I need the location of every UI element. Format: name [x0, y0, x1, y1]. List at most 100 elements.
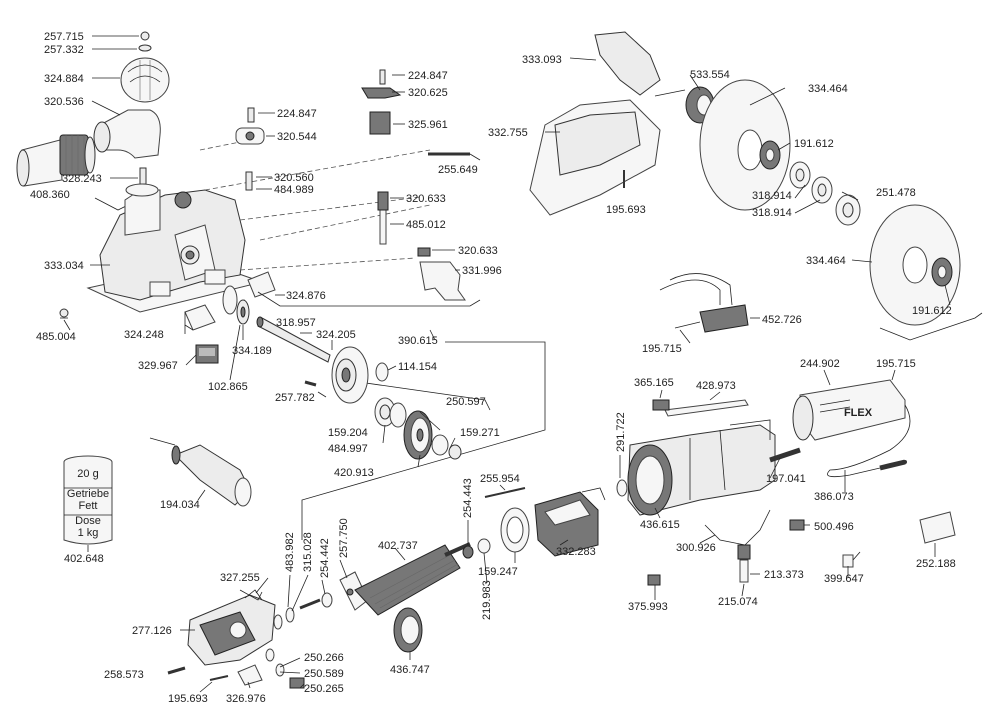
- label-452726: 452.726: [762, 314, 802, 326]
- part-324876-spacer: [247, 271, 285, 298]
- label-250589: 250.589: [304, 668, 344, 680]
- label-213373: 213.373: [764, 569, 804, 581]
- grease-line2: Fett: [79, 500, 98, 512]
- label-254442: 254.442: [319, 538, 331, 578]
- part-333093-guard-top: [594, 31, 661, 96]
- part-484997-gear: [389, 402, 433, 460]
- part-255954-screw: [484, 487, 526, 498]
- part-320544-block: [235, 127, 275, 145]
- part-213373-brush: [737, 544, 751, 583]
- part-250266-bearing: [265, 648, 285, 677]
- label-318914a: 318.914: [752, 190, 792, 202]
- label-333034: 333.034: [44, 260, 84, 272]
- label-197041: 197.041: [766, 473, 806, 485]
- part-399647-switch: [842, 551, 861, 568]
- label-324884: 324.884: [44, 73, 84, 85]
- label-224847b: 224.847: [408, 70, 448, 82]
- part-332283-stator: [534, 487, 606, 557]
- label-250597: 250.597: [446, 396, 486, 408]
- label-331996: 331.996: [462, 265, 502, 277]
- part-255649-pin: [428, 152, 481, 161]
- label-195715a: 195.715: [642, 343, 682, 355]
- label-215074: 215.074: [718, 596, 758, 608]
- label-325961: 325.961: [408, 119, 448, 131]
- part-257332-washer: [92, 44, 152, 52]
- part-320560-screw: [245, 171, 272, 191]
- label-436615: 436.615: [640, 519, 680, 531]
- part-328243-pin: [110, 167, 147, 185]
- label-408360: 408.360: [30, 189, 70, 201]
- label-328243: 328.243: [62, 173, 102, 185]
- label-485012: 485.012: [406, 219, 446, 231]
- label-402737: 402.737: [378, 540, 418, 552]
- label-327255: 327.255: [220, 572, 260, 584]
- label-375993: 375.993: [628, 601, 668, 613]
- label-324876: 324.876: [286, 290, 326, 302]
- label-254443: 254.443: [462, 478, 474, 518]
- part-500496-switch: [789, 519, 805, 531]
- label-159204: 159.204: [328, 427, 368, 439]
- label-257782: 257.782: [275, 392, 315, 404]
- label-320544: 320.544: [277, 131, 317, 143]
- part-159271-bearing: [431, 434, 462, 460]
- grease-line3: Dose: [75, 515, 101, 527]
- flex-logo: FLEX: [844, 407, 873, 419]
- part-334189-washer: [222, 285, 250, 325]
- label-277126: 277.126: [132, 625, 172, 637]
- label-500496: 500.496: [814, 521, 854, 533]
- part-436747-fan: [393, 607, 423, 653]
- label-250265: 250.265: [304, 683, 344, 695]
- label-533554: 533.554: [690, 69, 730, 81]
- grease-line1: Getriebe: [67, 488, 109, 500]
- part-320536-elbow: [91, 100, 161, 159]
- part-327255-clip: [244, 589, 263, 601]
- part-244902-motor-cover: FLEX: [792, 379, 906, 441]
- label-300926: 300.926: [676, 542, 716, 554]
- label-159247: 159.247: [478, 566, 518, 578]
- label-332755: 332.755: [488, 127, 528, 139]
- part-375993-clip: [647, 574, 661, 586]
- part-195693b-screw: [209, 675, 229, 681]
- label-420913: 420.913: [334, 467, 374, 479]
- label-194034: 194.034: [160, 499, 200, 511]
- label-219983: 219.983: [481, 580, 493, 620]
- label-484997: 484.997: [328, 443, 368, 455]
- label-483982: 483.982: [284, 532, 296, 572]
- part-365165-clip: [652, 399, 670, 411]
- part-258573-screw: [167, 666, 186, 675]
- part-114154-ring: [375, 362, 397, 382]
- label-191612a: 191.612: [794, 138, 834, 150]
- part-333034-base-guard: [86, 183, 264, 313]
- label-195693a: 195.693: [606, 204, 646, 216]
- part-329967-pad: [195, 344, 219, 364]
- part-224847-screw-a: [247, 107, 275, 123]
- part-324248-pad: [184, 304, 216, 331]
- part-386073-cable: [827, 404, 911, 478]
- part-291722-ring: [616, 479, 628, 497]
- part-485004-screw: [59, 308, 69, 319]
- label-318957: 318.957: [276, 317, 316, 329]
- part-194034-side-handle: [149, 437, 252, 507]
- label-114154: 114.154: [398, 361, 437, 373]
- label-386073: 386.073: [814, 491, 854, 503]
- part-452726-electronics: [659, 273, 749, 333]
- label-320625: 320.625: [408, 87, 448, 99]
- part-485012-bolt: [377, 191, 404, 245]
- label-332283: 332.283: [556, 546, 596, 558]
- part-257750-screw: [299, 592, 333, 610]
- part-257715-screw: [92, 31, 150, 41]
- label-428973: 428.973: [696, 380, 736, 392]
- label-251478: 251.478: [876, 187, 916, 199]
- part-318914b-washer: [811, 176, 833, 204]
- label-329967: 329.967: [138, 360, 178, 372]
- label-390615: 390.615: [398, 335, 438, 347]
- label-224847a: 224.847: [277, 108, 317, 120]
- part-436615-motor-housing: [627, 419, 776, 516]
- grease-weight: 20 g: [77, 468, 98, 480]
- label-324205: 324.205: [316, 329, 356, 341]
- label-334189: 334.189: [232, 345, 272, 357]
- leader-lines: [63, 57, 951, 693]
- label-334464a: 334.464: [808, 83, 848, 95]
